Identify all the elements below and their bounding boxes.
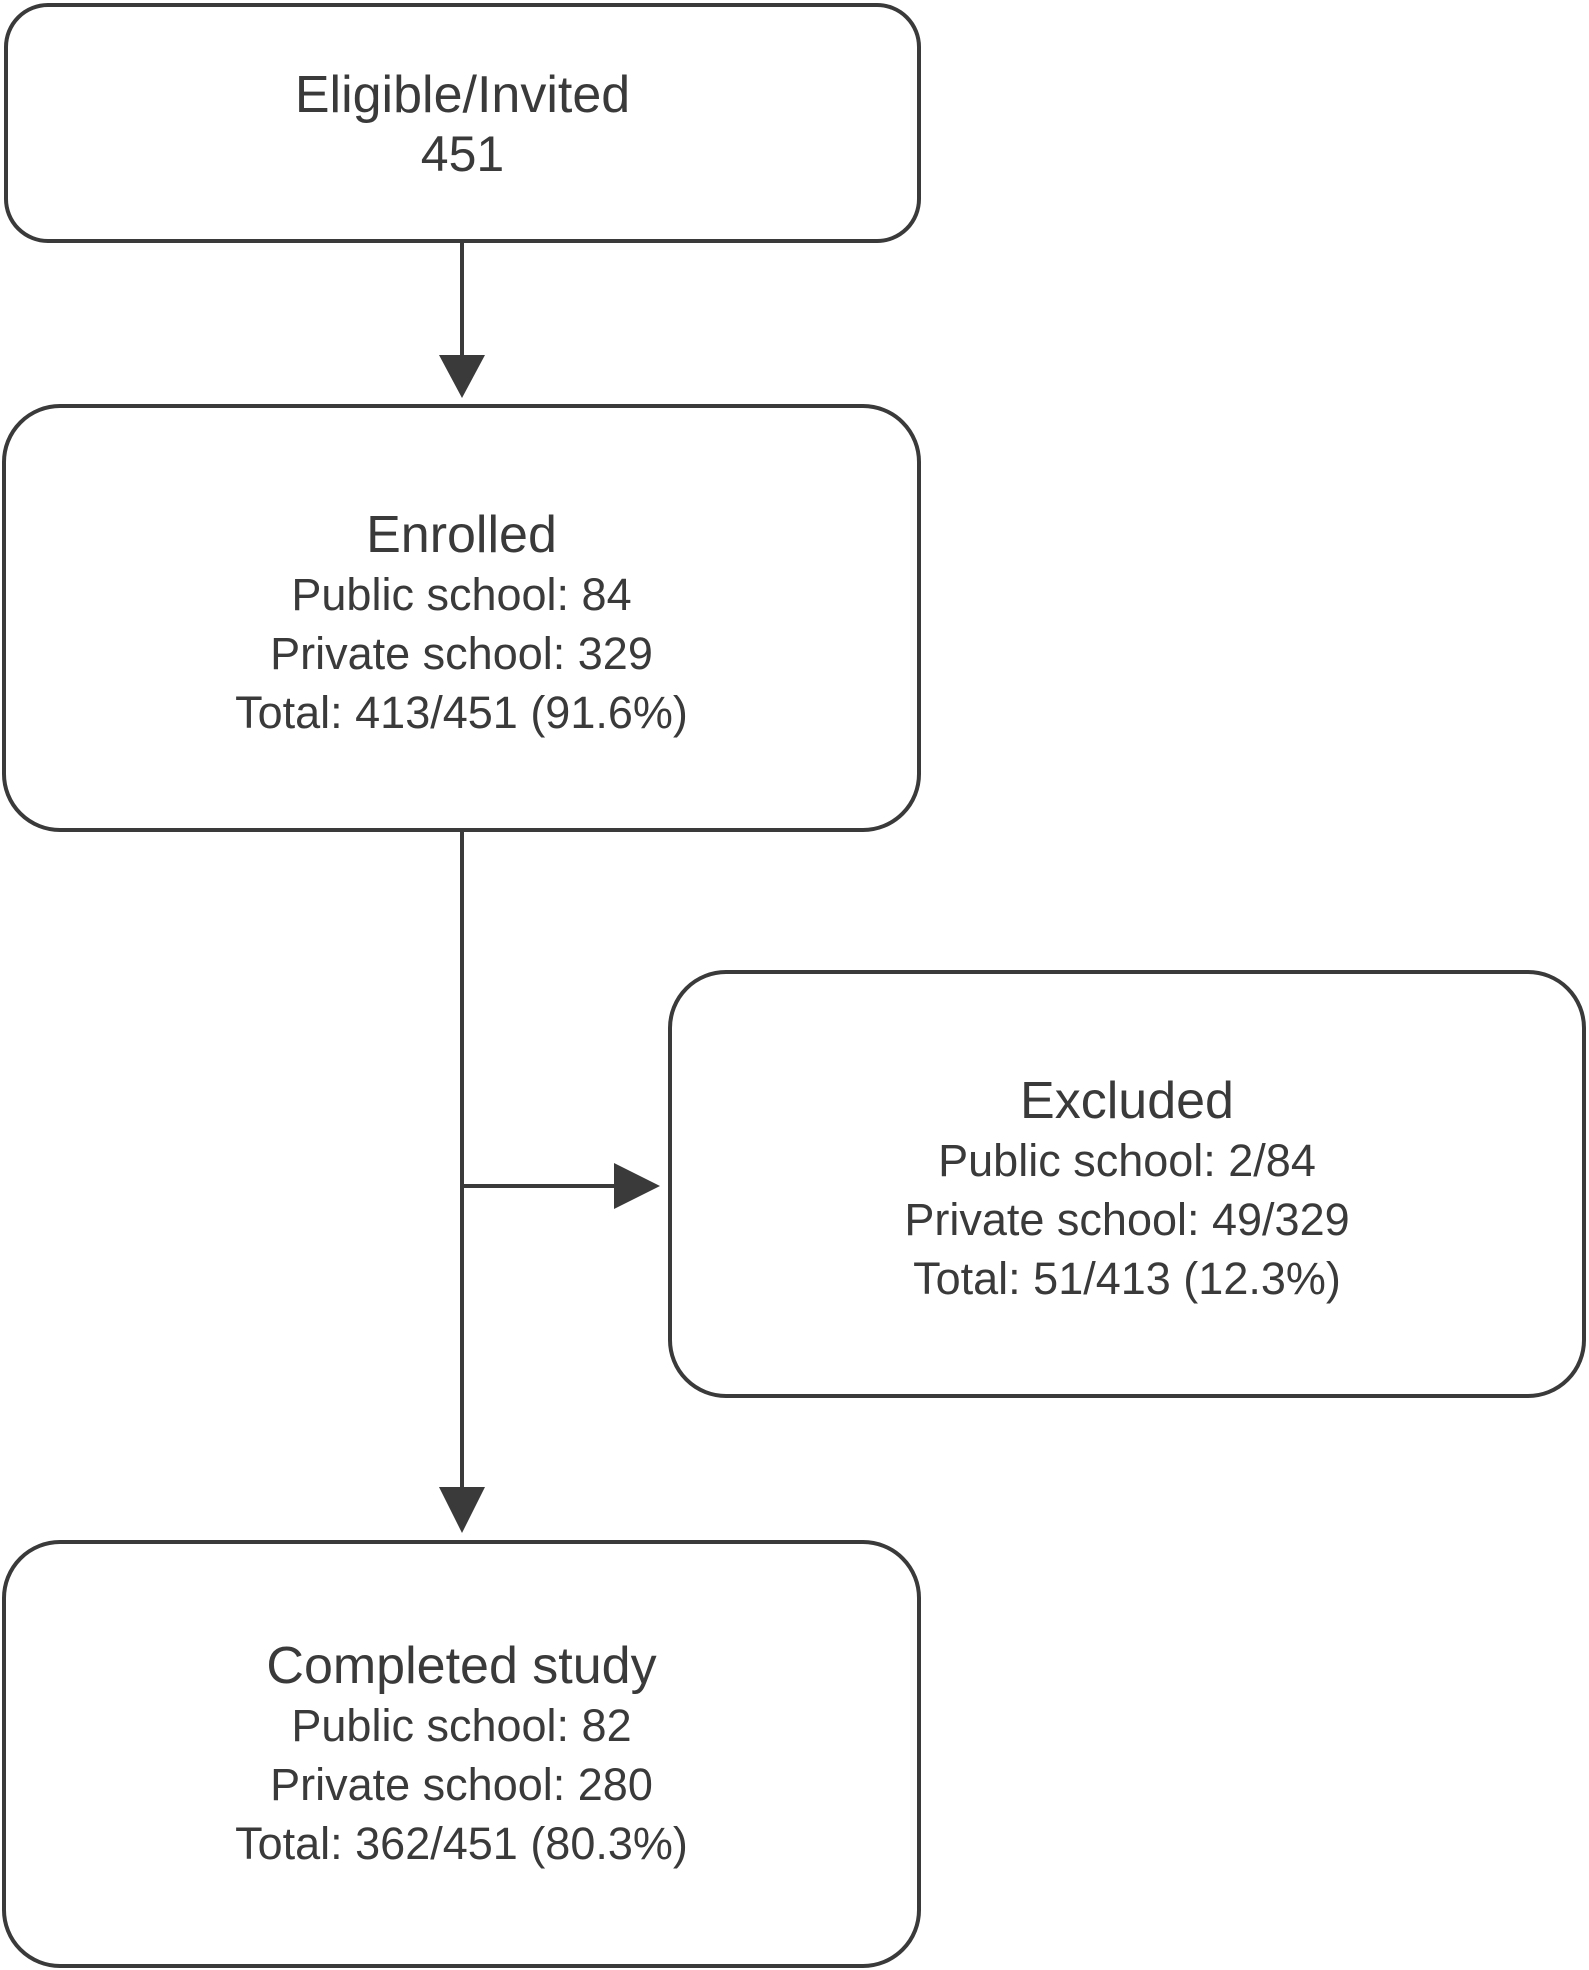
node-excluded: Excluded Public school: 2/84 Private sch… [668,970,1586,1398]
node-excluded-public: Public school: 2/84 [938,1134,1316,1186]
node-excluded-private: Private school: 49/329 [904,1193,1350,1245]
node-enrolled: Enrolled Public school: 84 Private schoo… [2,404,921,832]
node-completed-title: Completed study [266,1636,657,1695]
node-excluded-total: Total: 51/413 (12.3%) [913,1252,1341,1304]
node-enrolled-title: Enrolled [366,505,557,564]
node-enrolled-private: Private school: 329 [270,627,653,679]
node-eligible-count: 451 [420,126,505,182]
node-enrolled-total: Total: 413/451 (91.6%) [235,686,688,738]
node-completed: Completed study Public school: 82 Privat… [2,1540,921,1968]
node-completed-total: Total: 362/451 (80.3%) [235,1817,688,1869]
arrowhead-to-completed [439,1487,485,1533]
node-completed-private: Private school: 280 [270,1758,653,1810]
node-completed-public: Public school: 82 [291,1699,632,1751]
node-eligible-title: Eligible/Invited [294,66,631,124]
arrowhead-to-enrolled [439,355,485,398]
node-enrolled-public: Public school: 84 [291,568,632,620]
arrowhead-to-excluded [614,1163,660,1209]
node-eligible: Eligible/Invited 451 [4,3,921,243]
node-excluded-title: Excluded [1020,1071,1234,1130]
